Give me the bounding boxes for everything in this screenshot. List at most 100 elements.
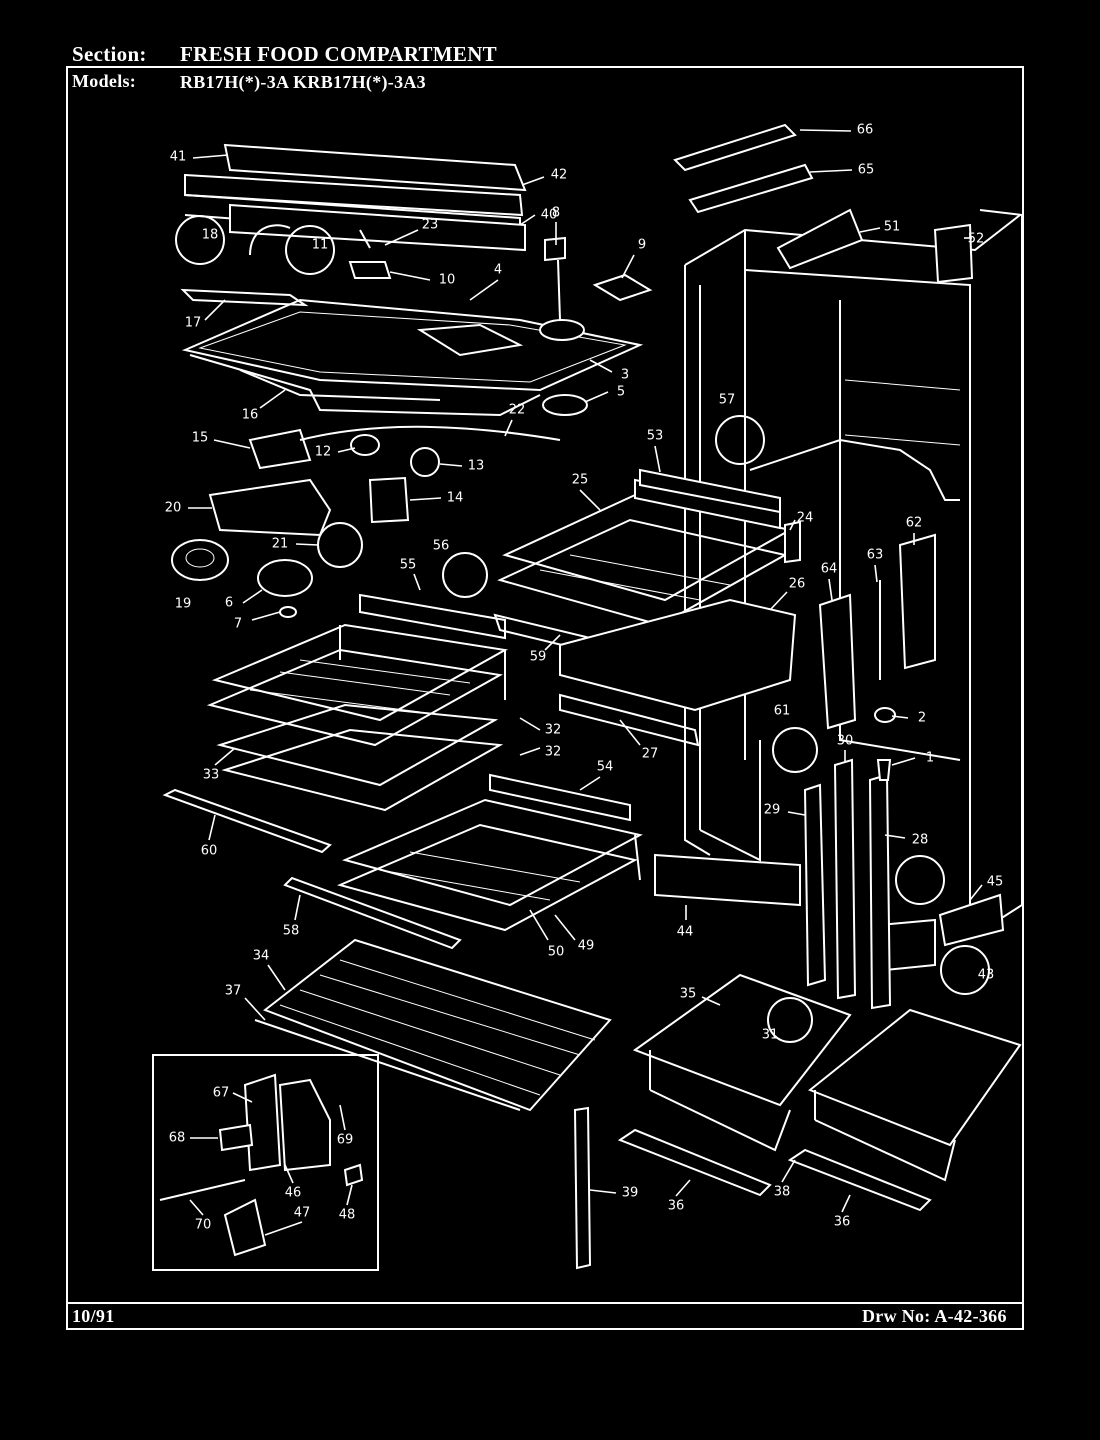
- part-label-15: 15: [192, 431, 209, 446]
- part-label-70: 70: [195, 1218, 212, 1233]
- part-label-62: 62: [906, 516, 923, 531]
- leader-line-46: [284, 1164, 294, 1184]
- part-label-23: 23: [422, 218, 439, 233]
- leader-line-5: [584, 391, 609, 403]
- part-label-22: 22: [509, 403, 526, 418]
- footer-divider: [66, 1302, 1024, 1304]
- leader-line-1: [891, 757, 916, 766]
- leader-line-51: [859, 227, 881, 233]
- leader-line-64: [828, 578, 833, 601]
- part-label-27: 27: [642, 747, 659, 762]
- models-value: RB17H(*)-3A KRB17H(*)-3A3: [180, 72, 426, 92]
- part-label-30: 30: [837, 734, 854, 749]
- part-label-39: 39: [622, 1186, 639, 1201]
- part-label-42: 42: [551, 168, 568, 183]
- part-label-41: 41: [170, 150, 187, 165]
- part-label-66: 66: [857, 123, 874, 138]
- part-label-8: 8: [552, 206, 560, 221]
- footer-date: 10/91: [72, 1306, 115, 1326]
- part-label-50: 50: [548, 945, 565, 960]
- part-label-48: 48: [339, 1208, 356, 1223]
- leader-line-10: [389, 271, 431, 281]
- leader-line-39: [589, 1189, 617, 1194]
- leader-line-33: [214, 747, 236, 766]
- part-label-9: 9: [638, 238, 646, 253]
- part-label-18: 18: [202, 228, 219, 243]
- part-label-55: 55: [400, 558, 417, 573]
- leader-line-6: [242, 589, 263, 604]
- leader-line-66: [799, 129, 852, 132]
- leader-line-22: [504, 419, 513, 437]
- part-label-54: 54: [597, 760, 614, 775]
- part-label-57: 57: [719, 393, 736, 408]
- leader-line-60: [208, 814, 216, 841]
- leader-line-35: [701, 996, 721, 1006]
- part-label-69: 69: [337, 1133, 354, 1148]
- part-label-35: 35: [680, 987, 697, 1002]
- part-label-34: 34: [253, 949, 270, 964]
- part-label-40: 40: [541, 208, 558, 223]
- drawing-number: Drw No: A-42-366: [862, 1306, 1007, 1326]
- leader-line-42: [521, 176, 545, 186]
- part-label-36: 36: [834, 1215, 851, 1230]
- leader-line-25: [579, 489, 601, 511]
- leader-line-28: [884, 834, 906, 839]
- leader-line-65: [809, 169, 853, 173]
- part-label-67: 67: [213, 1086, 230, 1101]
- leader-line-14: [409, 497, 442, 501]
- part-label-47: 47: [294, 1206, 311, 1221]
- leader-line-59: [544, 634, 561, 651]
- leader-line-54: [579, 776, 601, 791]
- part-label-31: 31: [762, 1028, 779, 1043]
- part-label-56: 56: [433, 539, 450, 554]
- leader-line-27: [619, 719, 641, 746]
- part-label-59: 59: [530, 650, 547, 665]
- part-label-29: 29: [764, 803, 781, 818]
- models-label: Models:: [72, 71, 137, 91]
- leader-line-53: [654, 445, 661, 473]
- part-label-58: 58: [283, 924, 300, 939]
- leader-line-3: [589, 359, 613, 373]
- part-label-65: 65: [858, 163, 875, 178]
- part-label-12: 12: [315, 445, 332, 460]
- section-title: FRESH FOOD COMPARTMENT: [180, 42, 497, 66]
- leader-line-21: [295, 543, 319, 546]
- part-label-61: 61: [774, 704, 791, 719]
- part-label-33: 33: [203, 768, 220, 783]
- part-label-45: 45: [987, 875, 1004, 890]
- part-label-68: 68: [169, 1131, 186, 1146]
- leader-line-16: [259, 389, 286, 409]
- part-label-14: 14: [447, 491, 464, 506]
- part-label-63: 63: [867, 548, 884, 563]
- leader-line-32: [519, 747, 541, 756]
- leader-line-15: [213, 439, 251, 449]
- leader-line-2: [891, 715, 909, 719]
- part-label-24: 24: [797, 511, 814, 526]
- leader-line-24: [789, 519, 796, 531]
- part-label-2: 2: [918, 711, 926, 726]
- part-label-6: 6: [225, 596, 233, 611]
- part-label-60: 60: [201, 844, 218, 859]
- leader-line-13: [439, 463, 463, 467]
- leader-line-70: [189, 1199, 204, 1216]
- part-label-53: 53: [647, 429, 664, 444]
- leader-line-17: [204, 299, 226, 321]
- leader-line-26: [769, 591, 788, 611]
- part-label-13: 13: [468, 459, 485, 474]
- leader-line-34: [267, 964, 286, 991]
- leader-line-63: [874, 564, 878, 583]
- part-label-3: 3: [621, 368, 629, 383]
- leader-line-37: [244, 997, 266, 1021]
- leader-line-40: [519, 214, 536, 226]
- leader-line-55: [413, 573, 421, 591]
- leader-line-50: [529, 909, 549, 941]
- part-label-52: 52: [968, 232, 985, 247]
- part-label-5: 5: [617, 385, 625, 400]
- leader-line-45: [969, 884, 983, 901]
- part-number-labels: 1234567891011121314151617181920212223242…: [165, 123, 1004, 1233]
- section-label: Section:: [72, 42, 147, 66]
- leader-line-36: [841, 1194, 851, 1213]
- part-label-10: 10: [439, 273, 456, 288]
- part-label-19: 19: [175, 597, 192, 612]
